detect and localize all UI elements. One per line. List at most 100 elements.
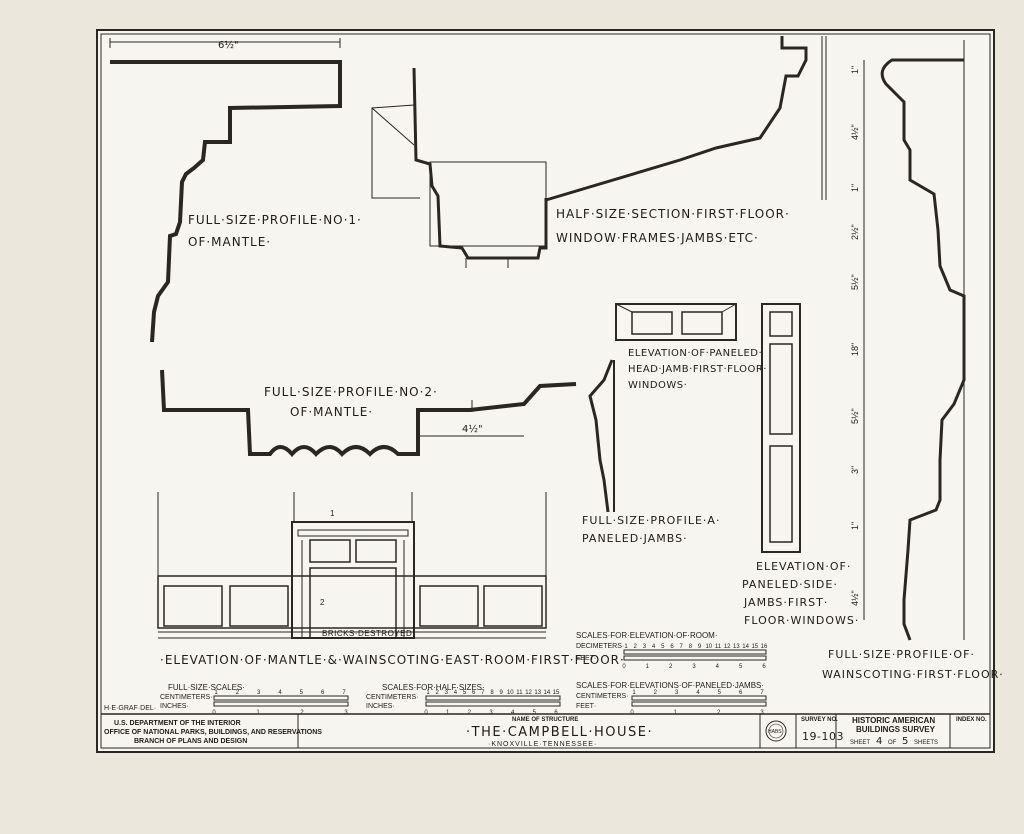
- profile-a-outline: [588, 359, 614, 513]
- structure-name: ·THE·CAMPBELL·HOUSE·: [466, 725, 653, 740]
- scale-tick-label: 1: [624, 644, 628, 650]
- scale-tick-label: 12: [724, 644, 731, 650]
- scale-tick-label: 5: [300, 690, 304, 696]
- scale-tick-label: 0: [622, 664, 626, 670]
- scale-room-bar-top: [623, 649, 767, 655]
- scale-full-row-2-label: INCHES·: [160, 703, 189, 710]
- habs-seal-ring: [768, 723, 784, 739]
- scale-full-title: FULL·SIZE·SCALES·: [168, 683, 245, 692]
- bevel-line: [721, 303, 737, 313]
- mantle-profile-2-title-line-1: FULL·SIZE·PROFILE·NO·2·: [264, 385, 438, 399]
- wainscoting-dim-1: 1": [850, 66, 860, 74]
- scale-tick-label: 2: [634, 644, 638, 650]
- window-section-title-line-2: WINDOW·FRAMES·JAMBS·ETC·: [556, 231, 759, 245]
- fireplace-opening: [309, 567, 397, 639]
- mantle-profile-2-dimension: 4½": [462, 423, 483, 435]
- wainscoting-dim-7: 5½": [850, 408, 860, 424]
- scale-tick-label: 13: [534, 690, 541, 696]
- scale-tick-label: 4: [652, 644, 656, 650]
- window-section-diagonal: [371, 107, 415, 146]
- side-jambs-title-line-2: PANELED·SIDE·: [742, 578, 838, 591]
- side-jamb-middle-panel: [769, 343, 793, 435]
- scale-elevation-room: SCALES·FOR·ELEVATION·OF·ROOM· DECIMETERS…: [576, 631, 767, 662]
- mantle-profile-1-title-line-2: OF·MANTLE·: [188, 235, 271, 249]
- mantle-profile-1-dimension: 6½": [218, 39, 239, 51]
- scale-tick-label: 1: [214, 690, 218, 696]
- survey-title-line-2: BUILDINGS SURVEY: [856, 725, 936, 734]
- side-jambs-title-line-1: ELEVATION·OF·: [756, 560, 851, 573]
- scale-half-row-1-label: CENTIMETERS·: [366, 694, 419, 701]
- mantle-profile-2-outline: [160, 369, 577, 458]
- sheet-outer-border: [96, 29, 995, 753]
- scale-tick-label: 7: [760, 690, 764, 696]
- head-jamb-title-line-2: HEAD·JAMB·FIRST·FLOOR·: [628, 364, 767, 375]
- scale-tick-label: 1: [256, 710, 260, 716]
- wainscot-panel: [163, 585, 223, 627]
- head-jamb-title-line-1: ELEVATION·OF·PANELED·: [628, 348, 762, 359]
- scale-tick-label: 10: [705, 644, 712, 650]
- scale-full-row-1-label: CENTIMETERS·: [160, 694, 213, 701]
- bevel-line: [615, 303, 633, 313]
- head-jamb-outer-frame: [615, 303, 737, 341]
- wainscoting-dim-2: 4½": [850, 124, 860, 140]
- mantle-profile-1-title-line-1: FULL·SIZE·PROFILE·NO·1·: [188, 213, 362, 227]
- scale-tick-label: 6: [321, 690, 325, 696]
- scale-tick-label: 16: [761, 644, 768, 650]
- scale-tick-label: 1: [632, 690, 636, 696]
- survey-title-line-1: HISTORIC AMERICAN: [852, 716, 935, 725]
- mantle-elevation-title: ·ELEVATION·OF·MANTLE·&·WAINSCOTING·EAST·…: [160, 653, 625, 667]
- scale-paneled-jambs: SCALES·FOR·ELEVATIONS·OF·PANELED·JAMBS· …: [576, 681, 767, 710]
- scale-tick-label: 14: [544, 690, 551, 696]
- name-of-structure-label: NAME OF STRUCTURE: [512, 717, 578, 723]
- scale-tick-label: 1: [426, 690, 430, 696]
- structure-location: ·KNOXVILLE·TENNESSEE·: [488, 741, 597, 748]
- scale-jambs-title: SCALES·FOR·ELEVATIONS·OF·PANELED·JAMBS·: [576, 681, 764, 690]
- scale-tick-label: 2: [468, 710, 472, 716]
- scale-tick-label: 4: [511, 710, 515, 716]
- window-section: HALF·SIZE·SECTION·FIRST·FLOOR· WINDOW·FR…: [371, 36, 808, 268]
- scale-full-bar-bottom: [213, 701, 349, 707]
- window-section-frame-box: [429, 161, 547, 247]
- scale-tick-label: 7: [680, 644, 684, 650]
- scale-tick-label: 1: [646, 664, 650, 670]
- scale-tick-label: 2: [717, 710, 721, 716]
- head-jamb-panel-right: [681, 311, 723, 335]
- scale-tick-label: 6: [739, 690, 743, 696]
- scale-tick-label: 14: [742, 644, 749, 650]
- profile-a-title-line-2: PANELED·JAMBS·: [582, 532, 688, 545]
- scale-jambs-row-2-label: FEET·: [576, 703, 596, 710]
- head-jamb-title-line-3: WINDOWS·: [628, 380, 687, 391]
- scale-tick-label: 0: [424, 710, 428, 716]
- wainscoting-profile: 1" 4½" 1" 2½" 5½" 18" 5½" 3" 1" 4½" FULL…: [822, 40, 1004, 681]
- agency-line-1: U.S. DEPARTMENT OF THE INTERIOR: [114, 720, 241, 727]
- head-jamb-elevation: ELEVATION·OF·PANELED· HEAD·JAMB·FIRST·FL…: [615, 303, 767, 391]
- scale-tick-label: 3: [643, 644, 647, 650]
- of-word: OF: [888, 740, 897, 746]
- scale-tick-label: 4: [716, 664, 720, 670]
- scale-tick-label: 0: [212, 710, 216, 716]
- scale-half-size: SCALES·FOR·HALF·SIZES· CENTIMETERS· INCH…: [366, 683, 561, 710]
- mantle-profile-1: 6½" FULL·SIZE·PROFILE·NO·1· OF·MANTLE·: [109, 38, 362, 343]
- scale-tick-label: 2: [236, 690, 240, 696]
- scale-tick-label: 0: [630, 710, 634, 716]
- side-jambs-title-line-3: JAMBS·FIRST·: [743, 596, 828, 609]
- scale-tick-label: 3: [675, 690, 679, 696]
- scale-tick-label: 1: [674, 710, 678, 716]
- scale-tick-label: 3: [445, 690, 449, 696]
- wainscoting-profile-outline: [880, 58, 966, 641]
- scale-tick-label: 3: [489, 710, 493, 716]
- sheet-word: SHEET: [850, 740, 870, 746]
- scale-tick-label: 1: [446, 710, 450, 716]
- wainscoting-dim-9: 1": [850, 522, 860, 530]
- scale-tick-label: 6: [554, 710, 558, 716]
- wainscot-panel: [419, 585, 479, 627]
- side-jambs-title-line-4: FLOOR·WINDOWS·: [744, 614, 859, 627]
- mantle-mark-2: 2: [320, 598, 325, 607]
- scale-tick-label: 5: [718, 690, 722, 696]
- habs-seal-text: HABS: [768, 729, 782, 735]
- wainscoting-title-line-2: WAINSCOTING·FIRST·FLOOR·: [822, 668, 1004, 681]
- scale-tick-label: 9: [698, 644, 702, 650]
- scale-tick-label: 2: [300, 710, 304, 716]
